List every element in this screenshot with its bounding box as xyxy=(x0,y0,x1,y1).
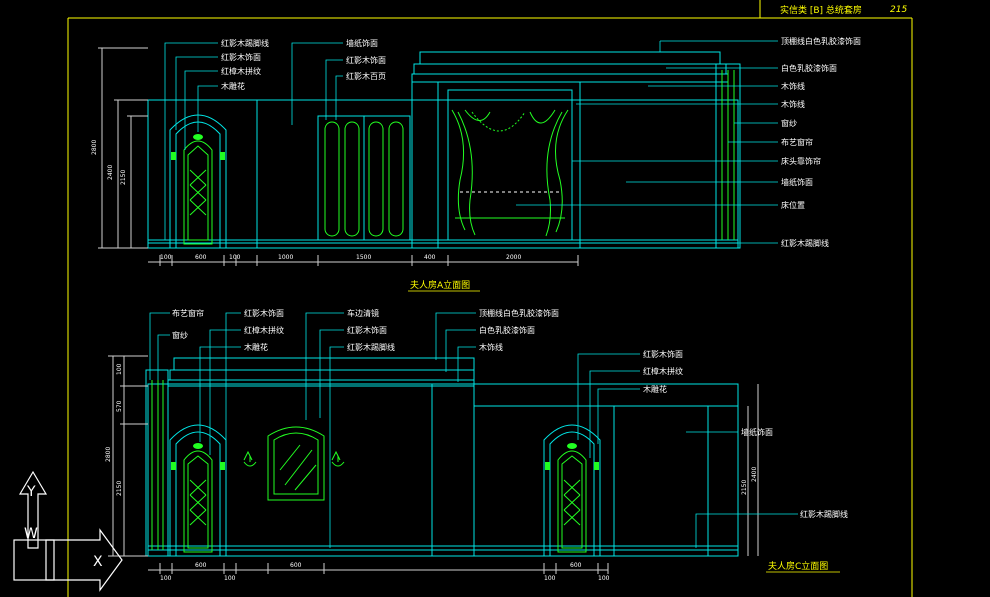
beveled-mirror xyxy=(243,426,345,501)
dim-a-h-6: 400 xyxy=(424,254,436,261)
dim-a-h-3: 100 xyxy=(229,254,241,261)
sheet-title: 实信类 [B] 总统套房 xyxy=(780,4,862,16)
label-a-mid-2: 红影木饰面 xyxy=(346,55,386,65)
dim-a-h-7: 2000 xyxy=(506,254,521,261)
elevation-c-right-dims: 2150 2400 xyxy=(741,384,759,556)
dim-a-v-1: 2800 xyxy=(91,140,98,155)
label-a-left-2: 红影木饰面 xyxy=(221,52,261,62)
label-a-right-3: 木饰线 xyxy=(781,81,805,91)
elevation-a-bottom-dims: 100 600 100 1000 1500 400 2000 xyxy=(148,254,579,266)
label-a-left-1: 红影木踢脚线 xyxy=(221,38,269,48)
elevation-a-leaders-mid: 墙纸饰面 红影木饰面 红影木百页 xyxy=(291,38,386,125)
sheet-page-number: 215 xyxy=(890,5,907,15)
ucs-w-label: W xyxy=(24,526,38,542)
title-block: 实信类 [B] 总统套房 215 xyxy=(780,4,907,16)
label-c-right-1: 红影木饰面 xyxy=(643,349,683,359)
dim-a-v-2: 2400 xyxy=(107,165,114,180)
elevation-c-bottom-dims: 100 600 100 600 100 600 100 xyxy=(148,562,610,582)
elevation-c: 100 570 2800 2150 2150 2400 100 600 xyxy=(105,308,848,582)
label-a-right-7: 床头靠饰帘 xyxy=(781,156,821,166)
label-c-left-1: 布艺窗帘 xyxy=(172,308,204,318)
label-a-right-9: 床位置 xyxy=(781,200,805,210)
ucs-x-label: X xyxy=(93,554,103,570)
dim-a-h-2: 600 xyxy=(195,254,207,261)
label-a-left-3: 红樟木拼纹 xyxy=(221,66,261,76)
dim-a-h-4: 1000 xyxy=(278,254,293,261)
dim-c-v-3: 2800 xyxy=(105,447,112,462)
dim-c-h-4: 600 xyxy=(290,562,302,569)
label-c-mid-2: 红影木饰面 xyxy=(347,325,387,335)
dim-c-h-6: 600 xyxy=(570,562,582,569)
louver-doors xyxy=(317,115,411,241)
label-c-right-2: 红樟木拼纹 xyxy=(643,366,683,376)
elevation-a: 2800 2400 2150 100 600 100 1000 1500 400… xyxy=(91,36,861,292)
elevation-c-left-dims: 100 570 2800 2150 xyxy=(105,355,148,557)
label-c-right-3: 木雕花 xyxy=(643,384,667,394)
dim-c-h-3: 100 xyxy=(224,575,236,582)
dim-c-h-5: 100 xyxy=(544,575,556,582)
ucs-icon: Y W X xyxy=(13,470,123,592)
dim-a-v-3: 2150 xyxy=(120,170,127,185)
label-a-right-4: 木饰线 xyxy=(781,99,805,109)
label-a-right-2: 白色乳胶漆饰面 xyxy=(781,63,837,73)
label-a-right-1: 顶棚线白色乳胶漆饰面 xyxy=(781,36,861,46)
label-a-mid-1: 墙纸饰面 xyxy=(346,38,378,48)
label-c-left-2: 窗纱 xyxy=(172,330,188,340)
label-a-right-10: 红影木踢脚线 xyxy=(781,238,829,248)
dim-a-h-1: 100 xyxy=(160,254,172,261)
elevation-a-caption: 夫人房A立面图 xyxy=(410,279,470,291)
elevation-c-leaders-mid: 车边清镜 红影木饰面 红影木踢脚线 xyxy=(305,308,395,548)
dim-c-h-2: 600 xyxy=(195,562,207,569)
label-c-top-3: 木饰线 xyxy=(479,342,503,352)
elevation-c-caption: 夫人房C立面图 xyxy=(768,560,828,572)
elevation-c-leaders-left: 布艺窗帘 窗纱 红影木饰面 红樟木拼纹 木雕花 xyxy=(149,308,284,455)
dim-c-v-4: 2150 xyxy=(116,481,123,496)
label-a-right-6: 布艺窗帘 xyxy=(781,137,813,147)
label-a-left-4: 木雕花 xyxy=(221,81,245,91)
dim-c-h-1: 100 xyxy=(160,575,172,582)
elevation-a-leaders-right: 顶棚线白色乳胶漆饰面 白色乳胶漆饰面 木饰线 木饰线 窗纱 布艺窗帘 床头靠饰帘… xyxy=(516,36,861,248)
bed-canopy-curtain xyxy=(451,109,569,237)
drawing-frame xyxy=(67,0,913,597)
elevation-c-leaders-right: 红影木饰面 红樟木拼纹 木雕花 墙纸饰面 红影木踢脚线 xyxy=(577,349,848,548)
label-c-mid-3: 红影木踢脚线 xyxy=(347,342,395,352)
label-c-left-3: 红影木饰面 xyxy=(244,308,284,318)
elevation-c-leaders-top: 顶棚线白色乳胶漆饰面 白色乳胶漆饰面 木饰线 xyxy=(435,308,559,382)
label-c-top-2: 白色乳胶漆饰面 xyxy=(479,325,535,335)
dim-c-v-1: 100 xyxy=(116,363,123,375)
label-c-right-4: 墙纸饰面 xyxy=(741,427,773,437)
label-a-right-8: 墙纸饰面 xyxy=(781,177,813,187)
label-a-right-5: 窗纱 xyxy=(781,118,797,128)
dim-c-r-2: 2400 xyxy=(751,467,758,482)
dim-c-v-2: 570 xyxy=(116,400,123,412)
ucs-y-label: Y xyxy=(26,484,36,500)
elevation-a-left-dims: 2800 2400 2150 xyxy=(91,47,148,249)
label-c-left-5: 木雕花 xyxy=(244,342,268,352)
label-a-mid-3: 红影木百页 xyxy=(346,71,386,81)
dim-c-h-7: 100 xyxy=(598,575,610,582)
label-c-mid-1: 车边清镜 xyxy=(347,308,379,318)
dim-a-h-5: 1500 xyxy=(356,254,371,261)
elevation-c-wall-outline xyxy=(147,383,739,557)
arched-door-c-left xyxy=(169,424,227,556)
elevation-a-leaders-left: 红影木踢脚线 红影木饰面 红樟木拼纹 木雕花 xyxy=(164,38,269,240)
label-c-right-5: 红影木踢脚线 xyxy=(800,509,848,519)
label-c-top-1: 顶棚线白色乳胶漆饰面 xyxy=(479,308,559,318)
label-c-left-4: 红樟木拼纹 xyxy=(244,325,284,335)
dim-c-r-1: 2150 xyxy=(741,480,748,495)
arched-door-c-right xyxy=(543,424,601,556)
